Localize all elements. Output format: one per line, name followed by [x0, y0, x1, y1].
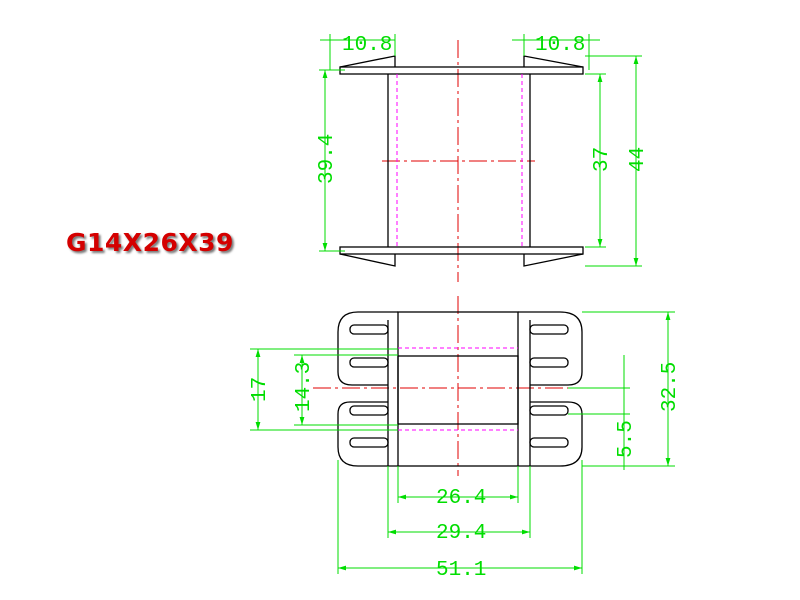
front-view-labels: 17 14.3 32.5 5.5 26.4 29.4 51.1: [249, 362, 682, 582]
label-inner-width: 26.4: [436, 487, 486, 510]
label-pin-span: 17: [249, 377, 272, 402]
right-upper-flange: [518, 311, 583, 386]
top-view-labels: 10.8 10.8 39.4 37 44: [316, 34, 650, 184]
pin-left-3: [349, 405, 389, 416]
pin-right-1: [529, 324, 569, 335]
label-overall-width: 51.1: [436, 559, 486, 582]
label-pin-pitch: 5.5: [615, 420, 638, 458]
label-front-overall-height: 32.5: [659, 362, 682, 412]
part-number-title: G14X26X39: [66, 228, 234, 257]
top-flange-left-taper: [339, 55, 396, 68]
pin-right-2: [529, 357, 569, 368]
pin-left-4: [349, 437, 389, 448]
top-view: [339, 40, 584, 282]
pin-right-4: [529, 437, 569, 448]
label-overall-height: 44: [627, 147, 650, 172]
label-tube-width: 29.4: [436, 522, 486, 545]
label-window-height: 14.3: [293, 362, 316, 412]
top-flange-right-taper: [523, 55, 584, 68]
pin-left-2: [349, 357, 389, 368]
bottom-flange-left-taper: [339, 253, 396, 267]
left-lower-flange: [337, 401, 398, 467]
pin-left-1: [349, 324, 389, 335]
window-opening: [397, 355, 519, 425]
top-flange: [339, 66, 584, 75]
bottom-flange: [339, 246, 584, 255]
front-view: [313, 296, 600, 476]
top-view-dimensions: [319, 34, 642, 267]
front-view-dimensions: [250, 311, 675, 574]
left-upper-flange: [337, 311, 398, 386]
pin-right-3: [529, 405, 569, 416]
label-inner-height: 39.4: [316, 134, 339, 184]
bottom-flange-right-taper: [523, 253, 584, 267]
label-flange-width-right: 10.8: [535, 34, 585, 57]
label-flange-width-left: 10.8: [342, 34, 392, 57]
label-tube-height: 37: [591, 147, 614, 172]
right-lower-flange: [518, 401, 583, 467]
